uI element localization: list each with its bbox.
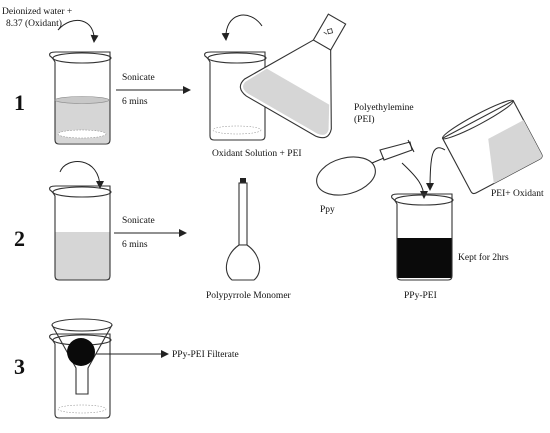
kept-for-label: Kept for 2hrs [458,252,509,263]
polypyrrole-label: Polypyrrole Monomer [206,291,292,301]
pei-oxidant-label: PEI+ Oxidant [491,189,544,199]
sonicate-label-1: Sonicate [122,73,155,83]
sonicate-time-1: 6 mins [122,97,148,107]
pour-arrow-1 [57,20,99,43]
pei-abbrev-label: (PEI) [354,114,375,125]
pour-arrow-ppy [401,162,428,199]
filtration-setup [49,318,113,419]
pei-oxidant-beaker [441,99,543,195]
filterate-label: PPy-PEI Filterate [172,350,239,360]
sonicate-time-2: 6 mins [122,240,148,250]
ppy-pei-beaker [391,193,454,281]
beaker-1 [49,51,112,145]
ppy-label: Ppy [320,205,335,215]
beaker-2 [49,185,112,281]
oxidant-amount-label: 8.37 (Oxidant) [6,18,62,29]
ppy-pei-filter-cake [67,338,95,366]
sonicate-label-2: Sonicate [122,216,155,226]
beaker-oxidant-pei [204,51,267,141]
pei-flask [239,13,347,139]
oxidant-solution-label: Oxidant Solution + PEI [212,149,302,159]
pour-arrow-oxidant [426,147,446,191]
polyethylemine-label: Polyethylemine [354,103,414,113]
step-number-1: 1 [14,90,25,115]
step-number-2: 2 [14,226,25,251]
pour-arrow-pei [221,14,263,41]
ppy-flask [316,139,415,196]
volumetric-flask [225,178,261,281]
pour-arrow-2 [59,161,104,189]
ppy-pei-label: PPy-PEI [404,291,437,301]
deionized-water-label: Deionized water + [2,7,72,17]
step-number-3: 3 [14,354,25,379]
